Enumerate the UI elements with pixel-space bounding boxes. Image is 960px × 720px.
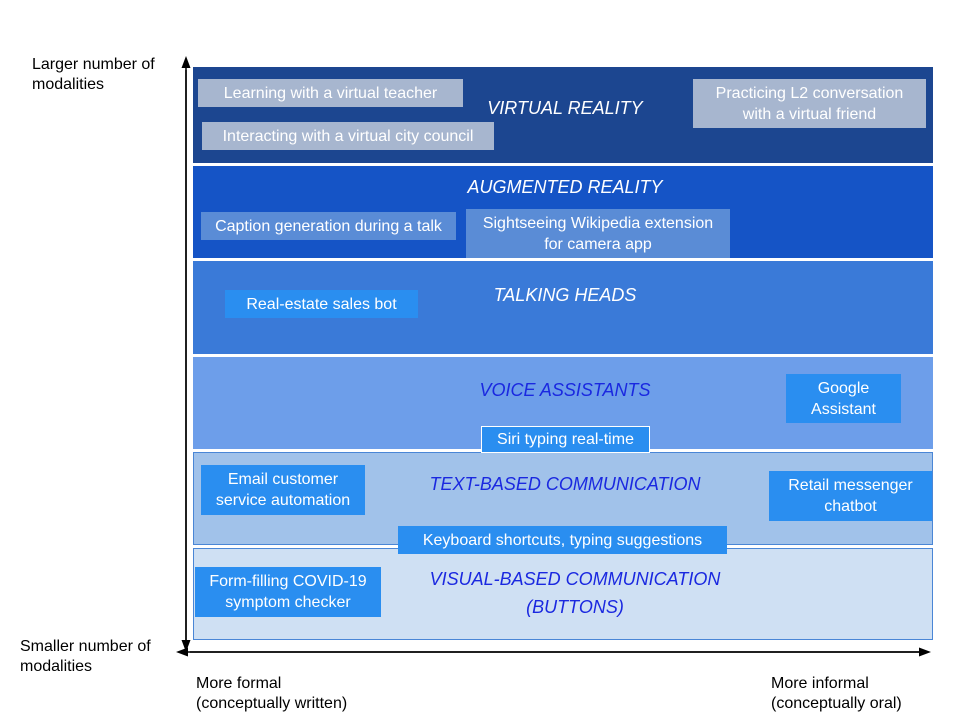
- box-google-assistant: Google Assistant: [786, 374, 901, 423]
- band-title-talking-heads: TALKING HEADS: [493, 285, 637, 305]
- band-title-text-based: TEXT-BASED COMMUNICATION: [429, 474, 701, 494]
- box-keyboard-shortcuts: Keyboard shortcuts, typing suggestions: [398, 526, 727, 554]
- band-title-voice-assistants: VOICE ASSISTANTS: [479, 380, 651, 400]
- band-title-visual-based: VISUAL-BASED COMMUNICATION (BUTTONS): [429, 569, 721, 617]
- x-axis-left-label: More formal (conceptually written): [196, 675, 348, 712]
- box-covid-checker: Form-filling COVID-19 symptom checker: [195, 567, 381, 617]
- band-title-augmented-reality: AUGMENTED REALITY: [467, 177, 663, 197]
- box-email-automation: Email customer service automation: [201, 465, 365, 515]
- y-axis-top-label: Larger number of modalities: [32, 56, 155, 93]
- box-real-estate-bot: Real-estate sales bot: [225, 290, 418, 318]
- box-virtual-teacher: Learning with a virtual teacher: [198, 79, 463, 107]
- y-axis-bottom-label: Smaller number of modalities: [20, 638, 151, 675]
- band-title-virtual-reality: VIRTUAL REALITY: [487, 98, 643, 118]
- x-axis-right-label: More informal (conceptually oral): [771, 675, 902, 712]
- box-virtual-city-council: Interacting with a virtual city council: [202, 122, 494, 150]
- box-siri-typing: Siri typing real-time: [481, 426, 650, 453]
- box-retail-chatbot: Retail messenger chatbot: [769, 471, 932, 521]
- box-caption-generation: Caption generation during a talk: [201, 212, 456, 240]
- box-sightseeing-wikipedia: Sightseeing Wikipedia extension for came…: [466, 209, 730, 258]
- box-l2-conversation: Practicing L2 conversation with a virtua…: [693, 79, 926, 128]
